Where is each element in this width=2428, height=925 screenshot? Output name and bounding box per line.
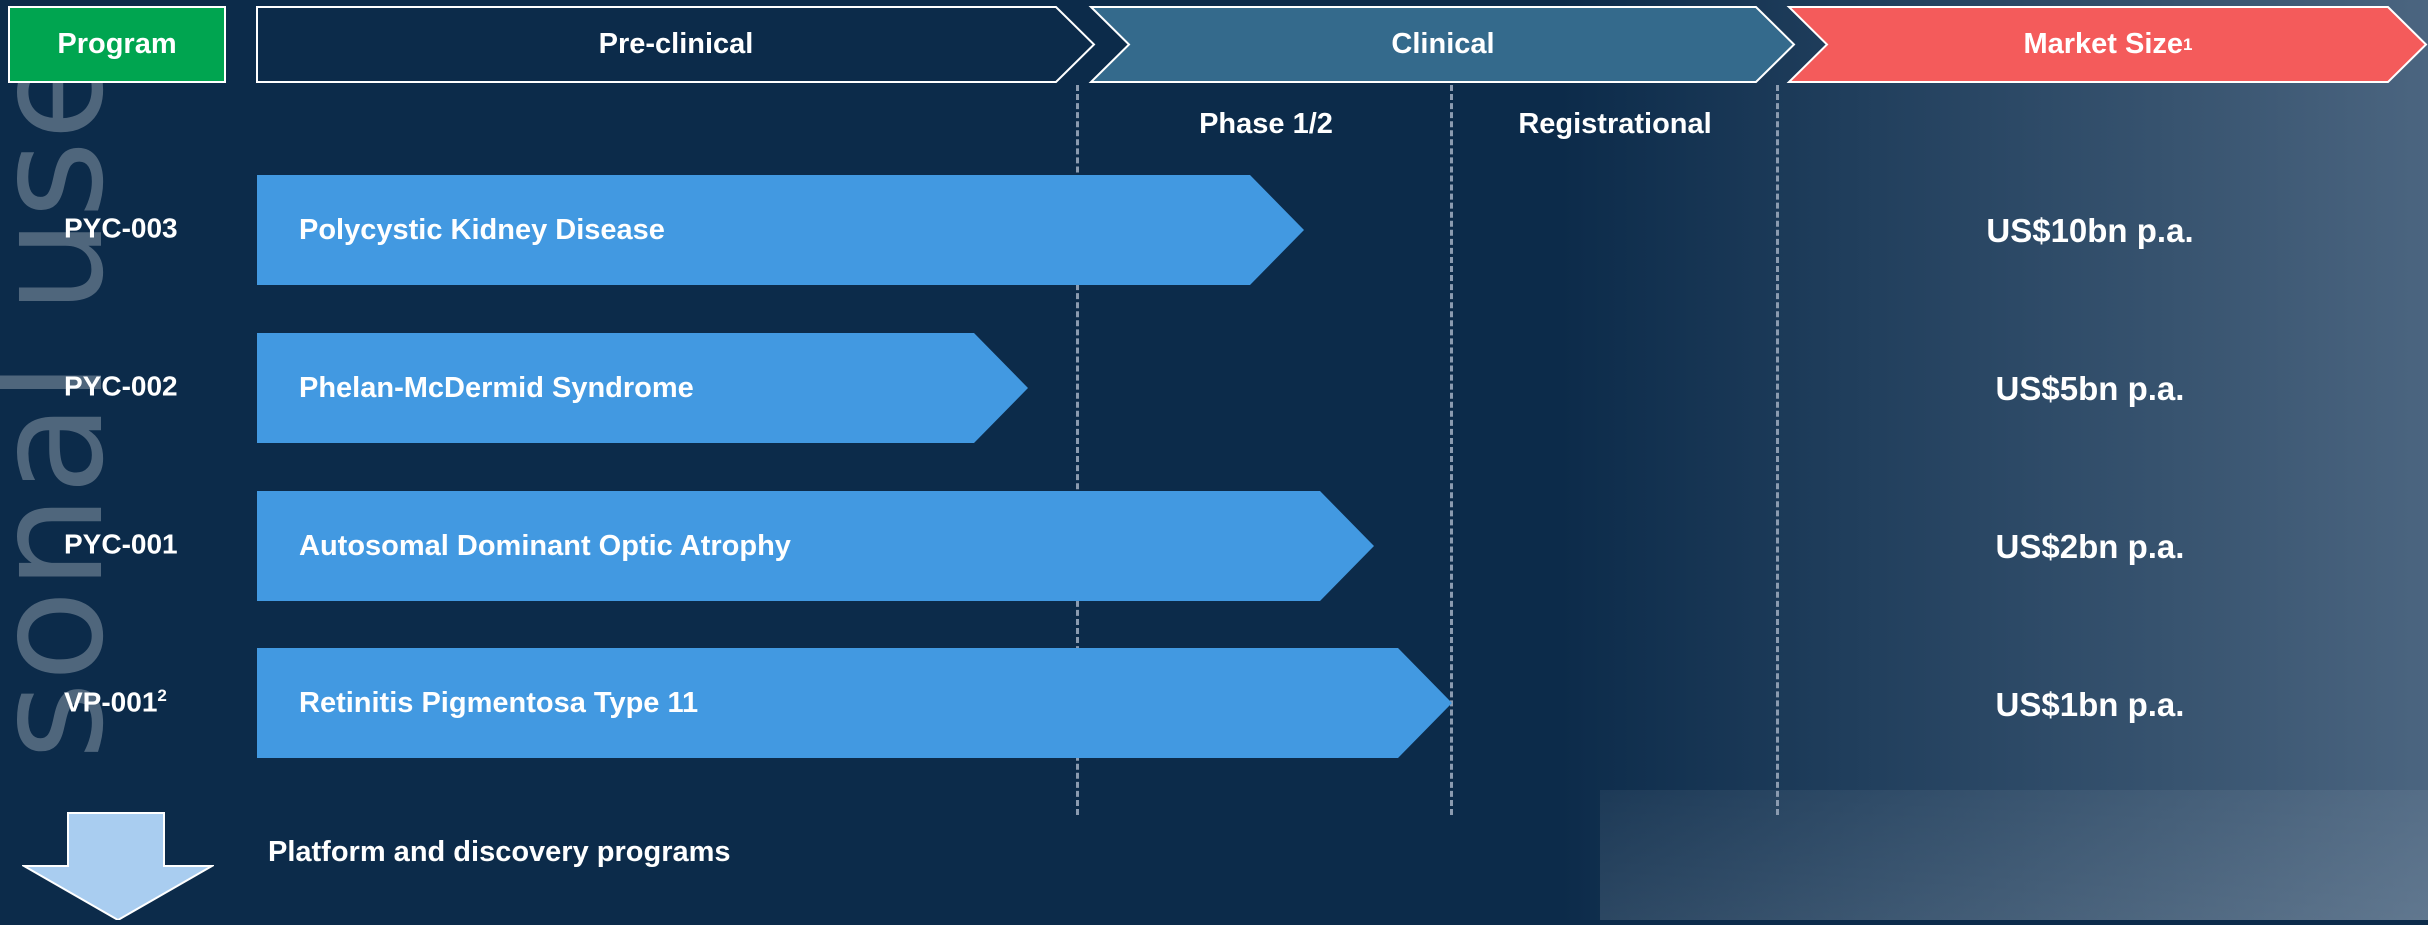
program-label-pyc-003: PYC-003 — [64, 212, 178, 244]
indication-label: Retinitis Pigmentosa Type 11 — [299, 686, 699, 719]
registrational-label: Registrational — [1518, 108, 1712, 140]
program-header: Program — [8, 6, 226, 83]
down-arrow-icon — [20, 812, 216, 925]
market-size-value: US$2bn p.a. — [1995, 528, 2185, 565]
market-size-chevron — [1786, 6, 2428, 83]
progress-bar-pyc-001: Autosomal Dominant Optic Atrophy — [257, 491, 1375, 601]
program-label-pyc-002: PYC-002 — [64, 370, 178, 402]
program-header-label: Program — [57, 28, 177, 60]
market-size-value: US$10bn p.a. — [1986, 212, 2194, 249]
preclinical-header: Pre-clinical — [256, 6, 1096, 83]
progress-bar-vp-001: Retinitis Pigmentosa Type 11 — [257, 648, 1453, 758]
clinical-header: Clinical — [1088, 6, 1796, 83]
indication-label: Autosomal Dominant Optic Atrophy — [299, 529, 791, 562]
divider-preclinical-clinical — [1076, 85, 1079, 815]
progress-bar-pyc-003: Polycystic Kidney Disease — [257, 175, 1305, 285]
preclinical-chevron — [256, 6, 1096, 83]
program-label-vp-001: VP-0012 — [64, 686, 167, 718]
clinical-header-label: Clinical — [1391, 28, 1495, 60]
phase-1-2-label: Phase 1/2 — [1199, 108, 1333, 140]
divider-clinical-market — [1776, 85, 1779, 815]
market-size-value: US$5bn p.a. — [1995, 370, 2185, 407]
indication-label: Polycystic Kidney Disease — [299, 213, 665, 246]
clinical-chevron — [1088, 6, 1796, 83]
divider-phase-registrational — [1450, 85, 1453, 815]
platform-programs-label: Platform and discovery programs — [268, 836, 731, 868]
progress-bar-pyc-002: Phelan-McDermid Syndrome — [257, 333, 1029, 443]
program-label-pyc-001: PYC-001 — [64, 528, 178, 560]
background-vials — [1600, 790, 2428, 920]
market-size-value: US$1bn p.a. — [1995, 686, 2185, 723]
indication-label: Phelan-McDermid Syndrome — [299, 371, 694, 404]
preclinical-header-label: Pre-clinical — [598, 28, 754, 60]
watermark-text: sonal use only — [0, 0, 137, 760]
market-size-header-label: Market Size — [2023, 28, 2184, 60]
background-image-panel — [1560, 0, 2428, 920]
market-size-footnote: 1 — [2183, 34, 2193, 54]
